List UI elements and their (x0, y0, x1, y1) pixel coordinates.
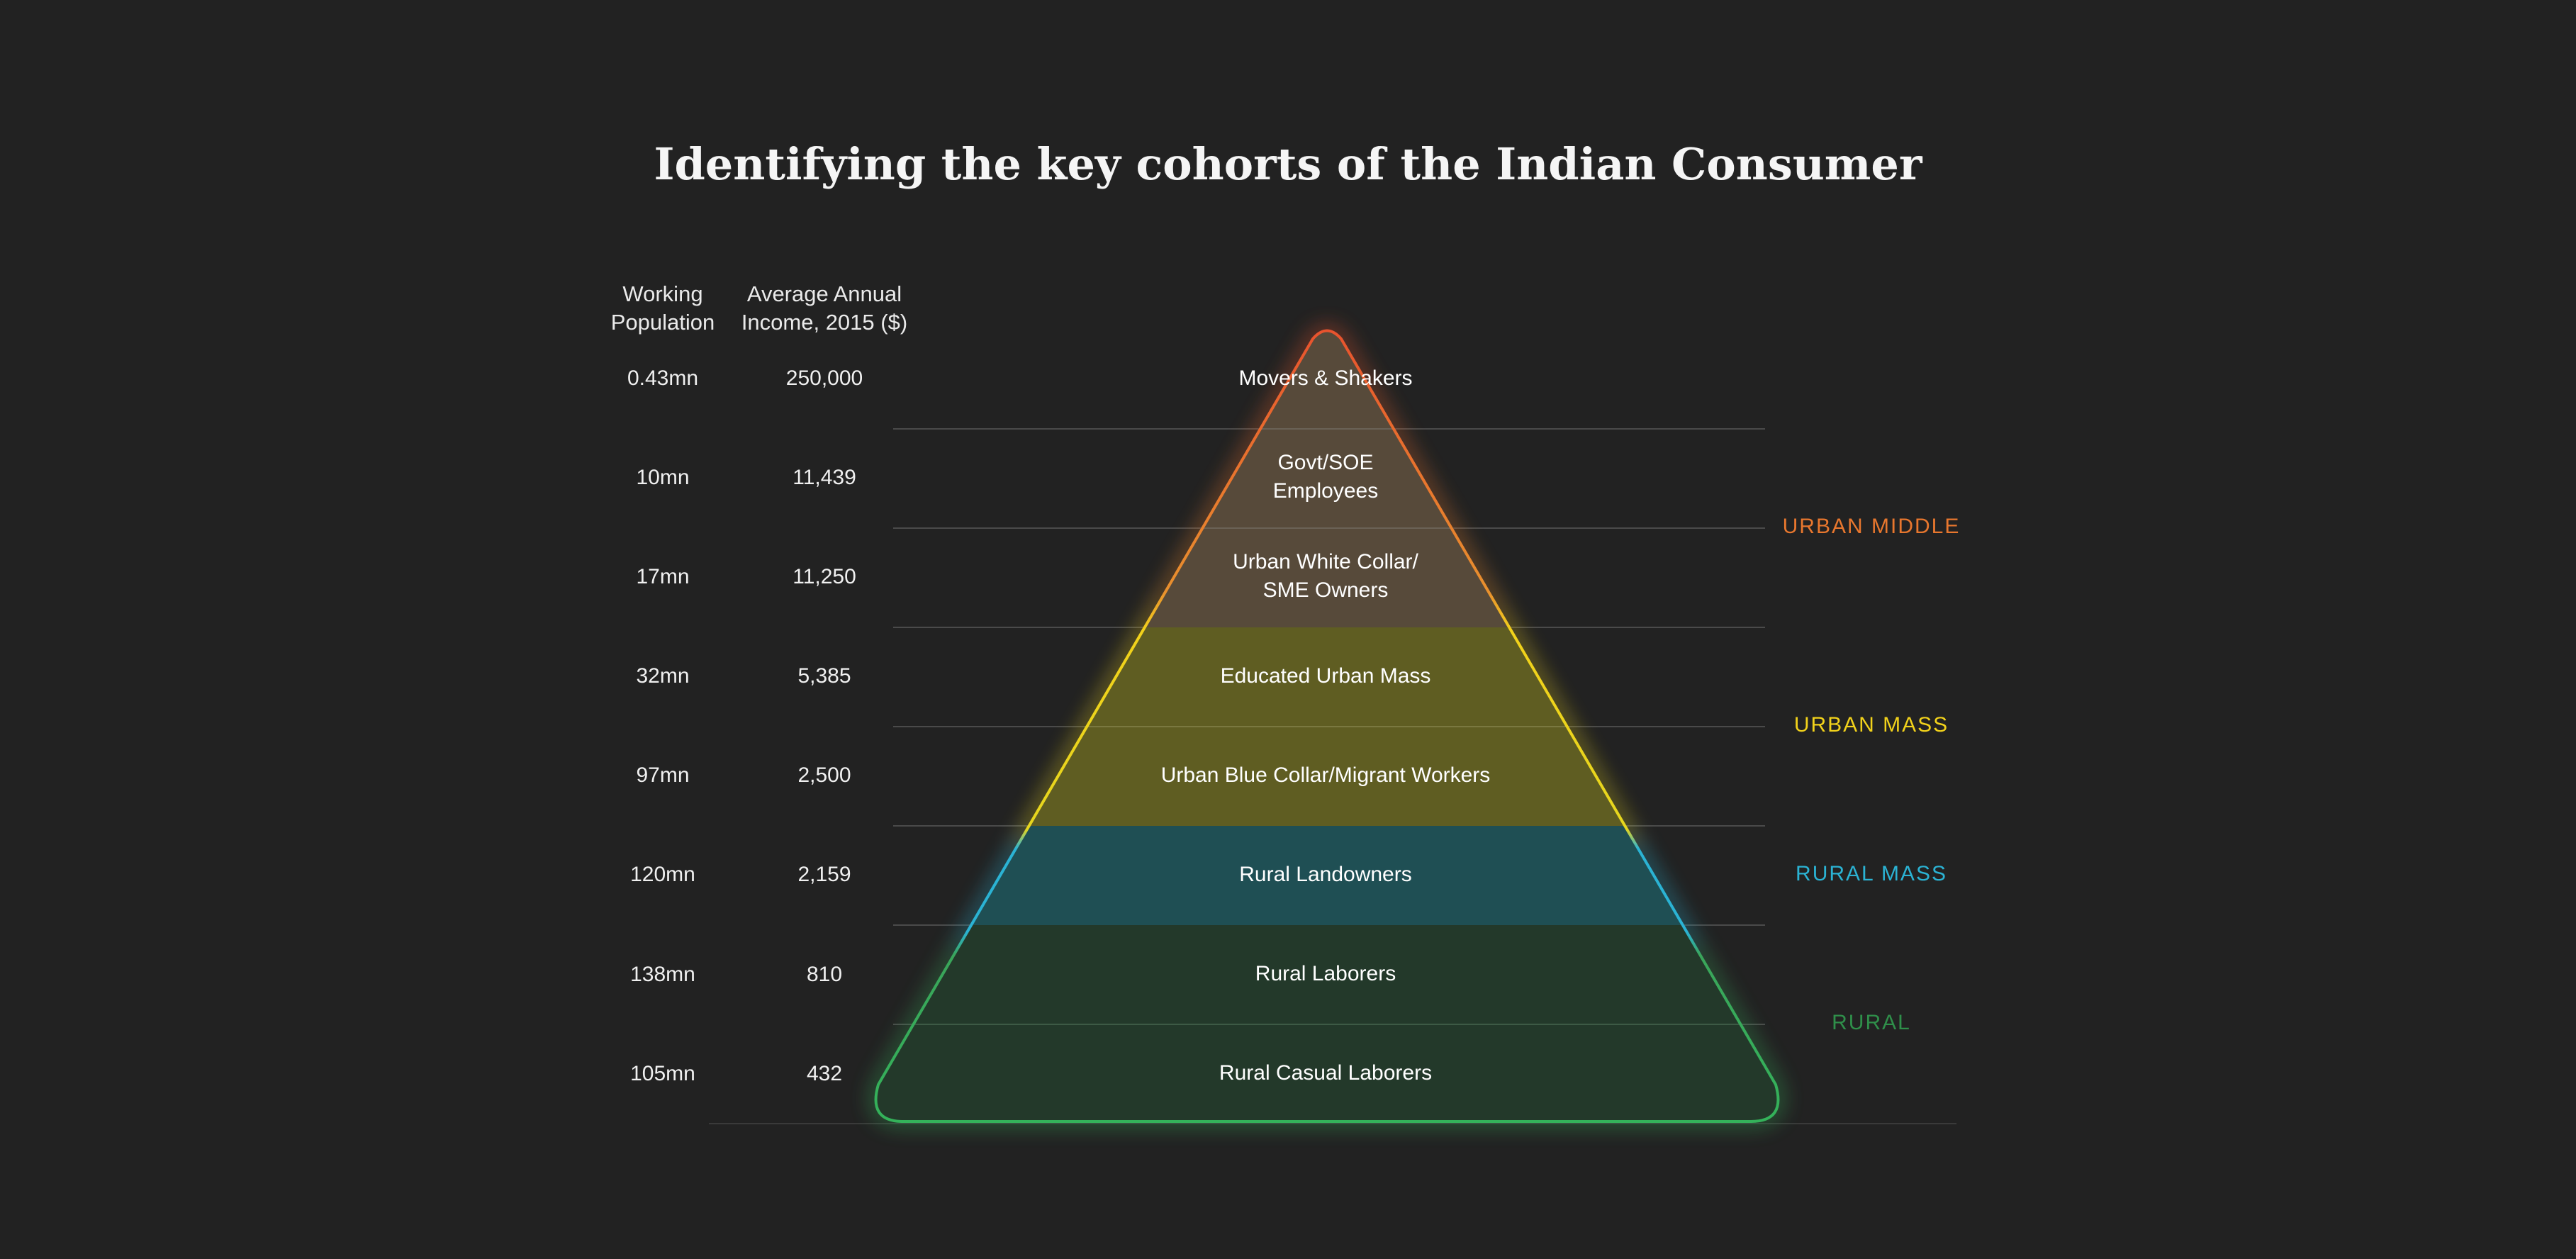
tier-label-text: Rural Landowners (1239, 863, 1412, 886)
tier-label-text: Urban White Collar/ (1233, 550, 1418, 573)
band-rural-mass (875, 826, 1779, 925)
population-value: 138mn (630, 963, 695, 986)
tier-label-text: Urban Blue Collar/Migrant Workers (1160, 763, 1491, 787)
population-value: 105mn (630, 1062, 695, 1085)
income-value: 5,385 (797, 664, 851, 688)
header-line: Working (622, 281, 703, 306)
population-value: 0.43mn (627, 366, 699, 390)
tier-label-text: Educated Urban Mass (1220, 664, 1431, 688)
tier-label-educated-urban-mass: Educated Urban Mass (1113, 662, 1538, 690)
tier-label-govt-soe: Govt/SOE Employees (1113, 449, 1538, 505)
pyramid-bands (875, 330, 1779, 1121)
income-value: 11,439 (793, 466, 856, 489)
income-value: 432 (806, 1062, 843, 1085)
income-value: 11,250 (793, 565, 856, 588)
working-population-header: Working Population (571, 280, 755, 337)
tier-label-urban-blue-collar: Urban Blue Collar/Migrant Workers (1113, 761, 1538, 790)
page-title: Identifying the key cohorts of the India… (654, 138, 1922, 190)
income-header: Average Annual Income, 2015 ($) (732, 280, 917, 337)
population-value: 32mn (636, 664, 690, 688)
group-label-rural-mass: RURAL MASS (1796, 862, 1947, 885)
group-label-rural: RURAL (1832, 1011, 1911, 1034)
income-value: 810 (806, 963, 843, 986)
income-value: 2,500 (797, 763, 851, 787)
tier-label-text: Employees (1272, 479, 1379, 503)
population-value: 10mn (636, 466, 690, 489)
population-value: 97mn (636, 763, 690, 787)
tier-label-rural-laborers: Rural Laborers (1113, 960, 1538, 988)
population-value: 17mn (636, 565, 690, 588)
tier-label-text: Movers & Shakers (1238, 366, 1413, 390)
tier-label-movers-shakers: Movers & Shakers (1113, 364, 1538, 393)
income-value: 2,159 (797, 863, 851, 886)
header-line: Population (610, 310, 715, 335)
tier-label-rural-casual-laborers: Rural Casual Laborers (1113, 1059, 1538, 1087)
band-rural (875, 925, 1779, 1121)
tier-label-rural-landowners: Rural Landowners (1113, 861, 1538, 889)
group-label-urban-mass: URBAN MASS (1793, 713, 1949, 737)
tier-label-text: Rural Casual Laborers (1219, 1061, 1433, 1085)
tier-label-urban-white-collar: Urban White Collar/ SME Owners (1113, 548, 1538, 605)
income-value: 250,000 (785, 366, 863, 390)
group-label-urban-middle: URBAN MIDDLE (1782, 515, 1961, 538)
header-line: Average Annual (746, 281, 902, 306)
tier-label-text: Govt/SOE (1277, 451, 1374, 474)
population-value: 120mn (630, 863, 695, 886)
header-line: Income, 2015 ($) (741, 310, 908, 335)
tier-label-text: SME Owners (1262, 578, 1389, 602)
tier-label-text: Rural Laborers (1255, 962, 1396, 985)
